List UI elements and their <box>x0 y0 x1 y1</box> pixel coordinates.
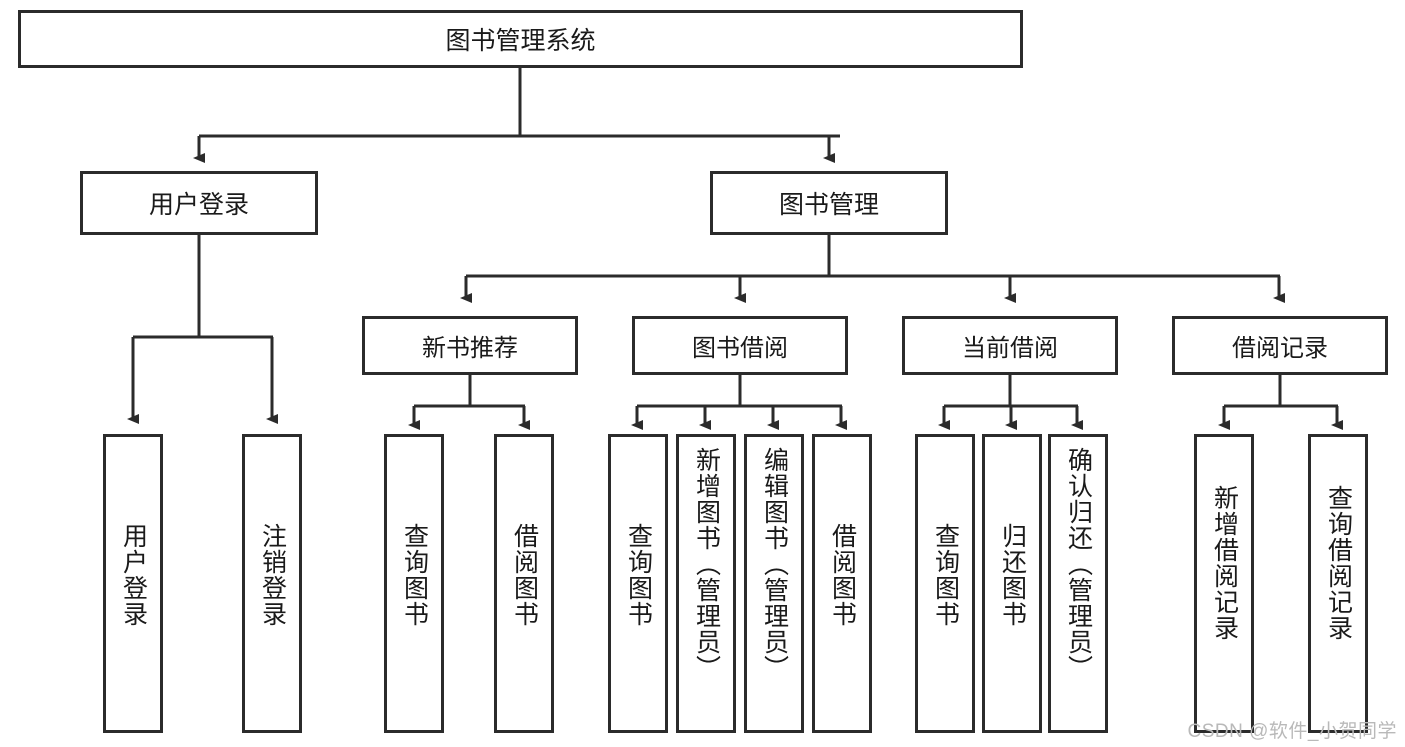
leaf-label: 查询图书 <box>400 523 429 627</box>
leaf-borrow-record-query[interactable]: 查询借阅记录 <box>1308 434 1368 733</box>
leaf-label: 查询借阅记录 <box>1324 485 1353 641</box>
leaf-label: 查询图书 <box>624 523 653 627</box>
leaf-current-borrow-return[interactable]: 归还图书 <box>982 434 1042 733</box>
node-user-login[interactable]: 用户登录 <box>80 171 318 235</box>
leaf-label: 借阅图书 <box>510 523 539 627</box>
leaf-user-login-logout[interactable]: 注销登录 <box>242 434 302 733</box>
leaf-label: 注销登录 <box>258 523 287 627</box>
node-user-login-label: 用户登录 <box>148 191 249 219</box>
node-current-borrow-label: 当前借阅 <box>962 335 1058 362</box>
leaf-new-book-query[interactable]: 查询图书 <box>384 434 444 733</box>
leaf-label: 用户登录 <box>119 523 148 627</box>
node-book-borrow-label: 图书借阅 <box>692 335 788 362</box>
csdn-watermark: CSDN @软件_小贺同学 <box>1187 721 1397 742</box>
node-new-book-recommend[interactable]: 新书推荐 <box>362 316 578 375</box>
leaf-label: 查询图书 <box>931 523 960 627</box>
leaf-label: 编辑图书（管理员） <box>760 447 789 681</box>
leaf-current-borrow-query[interactable]: 查询图书 <box>915 434 975 733</box>
leaf-book-borrow-edit[interactable]: 编辑图书（管理员） <box>744 434 804 733</box>
leaf-label: 确认归还（管理员） <box>1064 447 1093 681</box>
leaf-borrow-record-add[interactable]: 新增借阅记录 <box>1194 434 1254 733</box>
leaf-book-borrow-borrow[interactable]: 借阅图书 <box>812 434 872 733</box>
node-borrow-record[interactable]: 借阅记录 <box>1172 316 1388 375</box>
leaf-label: 借阅图书 <box>828 523 857 627</box>
leaf-current-borrow-confirm[interactable]: 确认归还（管理员） <box>1048 434 1108 733</box>
node-book-management[interactable]: 图书管理 <box>710 171 948 235</box>
leaf-new-book-borrow[interactable]: 借阅图书 <box>494 434 554 733</box>
node-borrow-record-label: 借阅记录 <box>1232 335 1328 362</box>
leaf-book-borrow-add[interactable]: 新增图书（管理员） <box>676 434 736 733</box>
leaf-label: 归还图书 <box>998 523 1027 627</box>
node-root[interactable]: 图书管理系统 <box>18 10 1023 68</box>
leaf-label: 新增图书（管理员） <box>692 447 721 681</box>
leaf-label: 新增借阅记录 <box>1210 485 1239 641</box>
node-current-borrow[interactable]: 当前借阅 <box>902 316 1118 375</box>
leaf-book-borrow-query[interactable]: 查询图书 <box>608 434 668 733</box>
node-root-label: 图书管理系统 <box>445 27 596 55</box>
node-new-book-recommend-label: 新书推荐 <box>422 335 518 362</box>
node-book-borrow[interactable]: 图书借阅 <box>632 316 848 375</box>
node-book-management-label: 图书管理 <box>778 191 879 219</box>
leaf-user-login-login[interactable]: 用户登录 <box>103 434 163 733</box>
